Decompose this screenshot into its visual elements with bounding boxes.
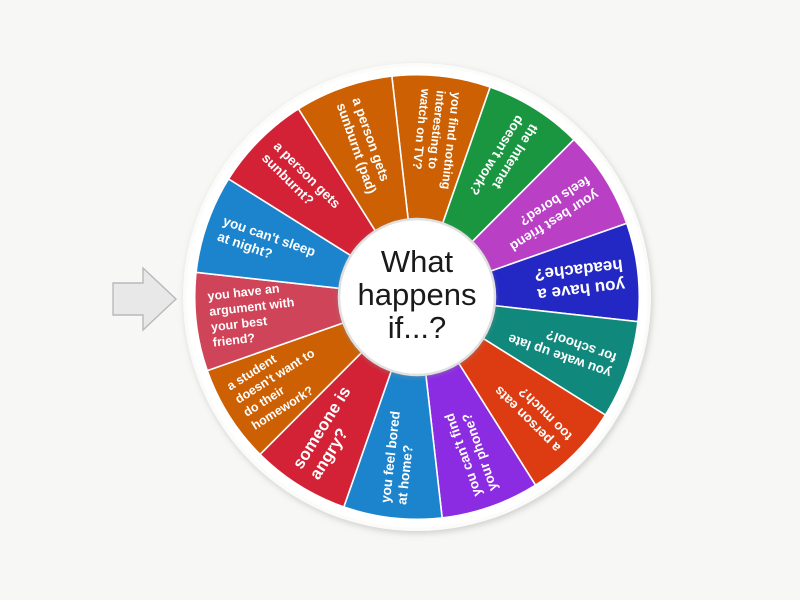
center-label-line-3: if...? — [388, 310, 447, 345]
wheel-inner-rim-ring — [186, 66, 648, 528]
center-label-line-1: What — [381, 244, 454, 279]
wheel-center-hub[interactable] — [337, 217, 497, 377]
center-label-line-2: happens — [358, 277, 477, 312]
wheel-pointer-arrow[interactable] — [112, 266, 178, 332]
